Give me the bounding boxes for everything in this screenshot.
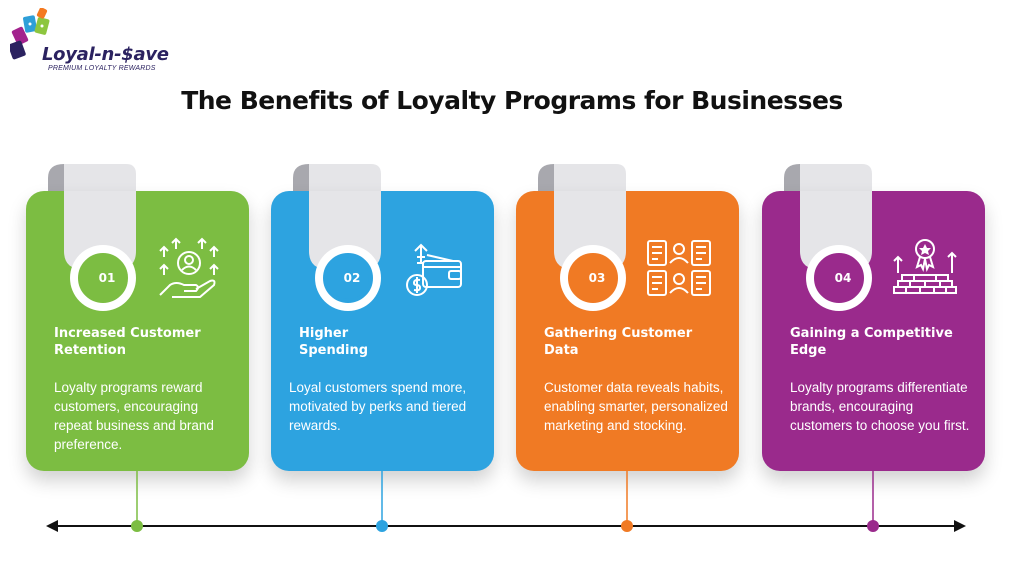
- benefit-card-1: 01 Increased Customer Retention Loyalty …: [26, 160, 249, 480]
- step-number: 04: [834, 271, 852, 285]
- card-body: 03 Gathering Customer Data Customer data…: [516, 191, 739, 471]
- arrow-right-icon: [954, 520, 966, 532]
- card-body: 04 Gaining a Competitive Edge Loyalty pr…: [762, 191, 985, 471]
- logo-name: Loyal-n-$ave: [42, 44, 169, 65]
- step-badge: 02: [315, 245, 381, 311]
- price-tags-icon: [10, 8, 50, 60]
- card-title: Gaining a Competitive Edge: [790, 326, 953, 358]
- card-description: Loyalty programs reward customers, encou…: [54, 380, 214, 452]
- card-title: Gathering Customer Data: [544, 326, 693, 358]
- step-number: 02: [343, 271, 361, 285]
- step-badge: 04: [806, 245, 872, 311]
- card-description: Loyalty programs differentiate brands, e…: [790, 380, 970, 433]
- card-body: 01 Increased Customer Retention Loyalty …: [26, 191, 249, 471]
- step-number: 01: [98, 271, 116, 285]
- card-body: 02 Higher Spending Loyal customers spend…: [271, 191, 494, 471]
- card-title: Increased Customer Retention: [54, 326, 201, 358]
- competitive-edge-icon: [893, 239, 957, 294]
- customer-retention-icon: [159, 237, 219, 298]
- step-number: 03: [588, 271, 606, 285]
- benefit-card-4: 04 Gaining a Competitive Edge Loyalty pr…: [762, 160, 985, 480]
- timeline-dot-3: [621, 520, 633, 532]
- timeline-dot-2: [376, 520, 388, 532]
- card-description: Customer data reveals habits, enabling s…: [544, 380, 728, 433]
- page-title: The Benefits of Loyalty Programs for Bus…: [181, 86, 843, 115]
- card-description: Loyal customers spend more, motivated by…: [289, 380, 467, 433]
- card-title: Higher Spending: [299, 326, 369, 358]
- timeline-dot-1: [131, 520, 143, 532]
- benefit-card-2: 02 Higher Spending Loyal customers spend…: [271, 160, 494, 480]
- brand-logo: Loyal-n-$ave PREMIUM LOYALTY REWARDS: [10, 8, 180, 72]
- step-badge: 01: [70, 245, 136, 311]
- step-badge: 03: [560, 245, 626, 311]
- logo-tagline: PREMIUM LOYALTY REWARDS: [48, 65, 156, 72]
- customer-data-icon: [647, 240, 711, 296]
- wallet-growth-icon: [406, 243, 462, 296]
- benefit-card-3: 03 Gathering Customer Data Customer data…: [516, 160, 739, 480]
- arrow-left-icon: [46, 520, 58, 532]
- timeline: [46, 470, 966, 532]
- timeline-dot-4: [867, 520, 879, 532]
